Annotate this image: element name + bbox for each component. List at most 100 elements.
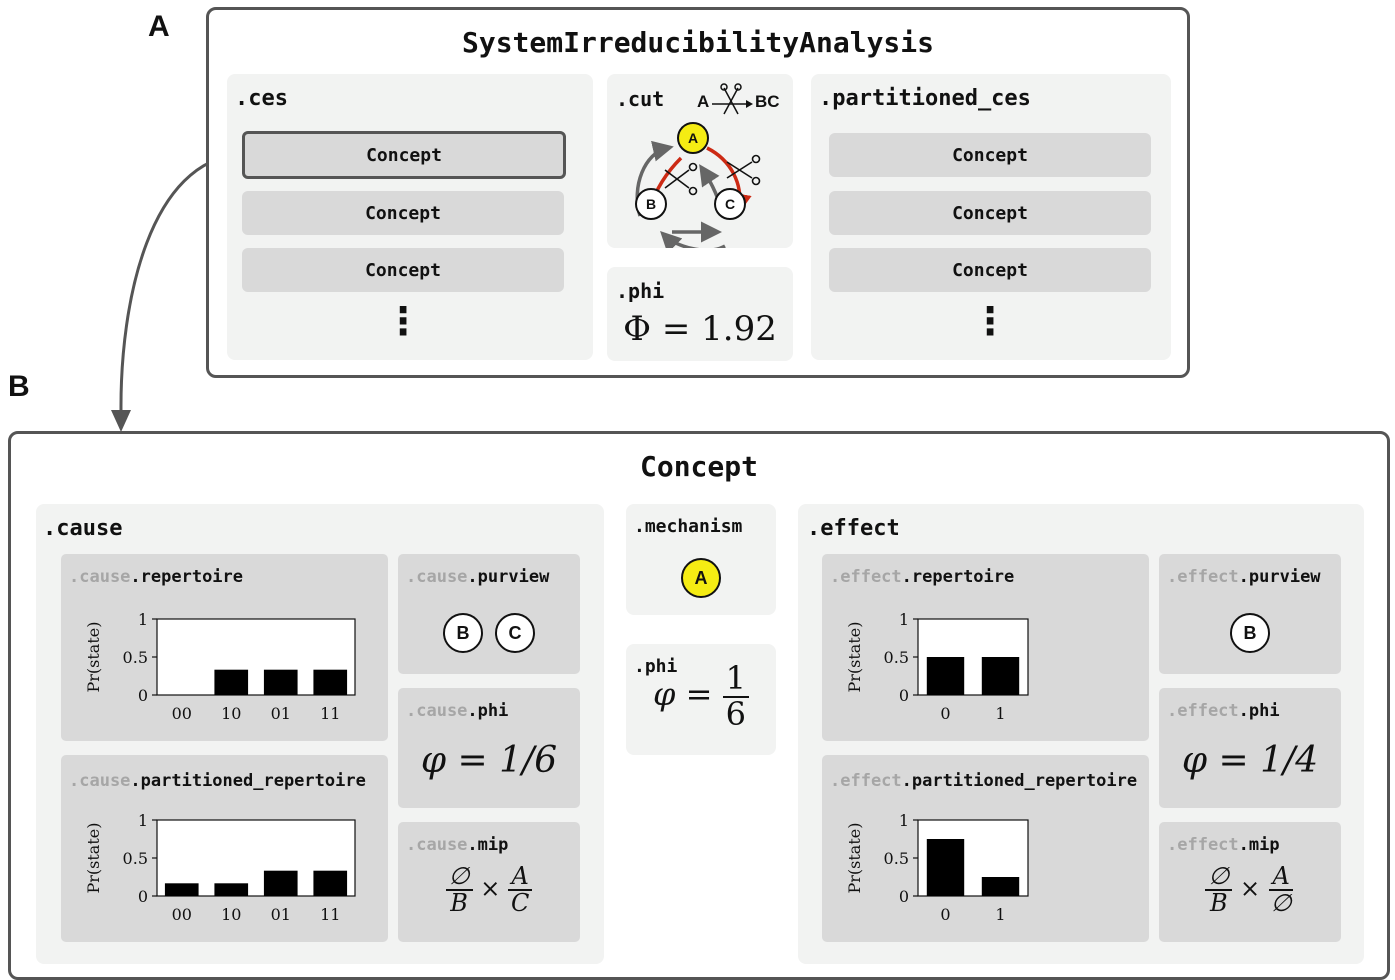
- cause-purview-node-c: C: [495, 613, 535, 653]
- y-tick-label: 1: [899, 610, 909, 629]
- x-tick-label: 01: [271, 704, 291, 723]
- cause-repertoire-label: .cause.repertoire: [69, 567, 244, 587]
- cut-to-label: BC: [755, 92, 780, 111]
- ces-label: .ces: [235, 86, 288, 111]
- cut-node-b: B: [635, 188, 667, 220]
- bar: [981, 877, 1020, 896]
- y-tick-label: 0.5: [884, 849, 909, 868]
- x-tick-label: 01: [271, 905, 291, 924]
- sia-box: SystemIrreducibilityAnalysis .ces Concep…: [206, 7, 1190, 378]
- y-tick-label: 0: [899, 887, 909, 906]
- cause-mip-label: .cause.mip: [406, 835, 509, 855]
- bar: [263, 870, 298, 896]
- cut-from-label: A: [697, 92, 710, 111]
- x-tick-label: 1: [995, 905, 1005, 924]
- panel-label-b: B: [8, 370, 30, 403]
- sia-title: SystemIrreducibilityAnalysis: [461, 26, 934, 59]
- bar: [214, 669, 249, 695]
- x-tick-label: 00: [172, 905, 192, 924]
- partitioned-ces-label: .partitioned_ces: [819, 86, 1031, 111]
- cut-node-c: C: [714, 188, 746, 220]
- bar: [214, 883, 249, 896]
- x-tick-label: 00: [172, 704, 192, 723]
- sia-phi-symbol: Φ: [623, 309, 652, 349]
- mechanism-node-a: A: [681, 558, 721, 598]
- partitioned-ces-section: .partitioned_ces Concept Concept Concept…: [811, 74, 1171, 360]
- effect-mip-card: .effect.mip ∅B × A∅: [1159, 822, 1341, 942]
- y-tick-label: 1: [899, 811, 909, 830]
- x-tick-label: 11: [320, 704, 340, 723]
- mechanism-section: .mechanism A: [626, 504, 776, 615]
- effect-mip-label: .effect.mip: [1167, 835, 1280, 855]
- y-tick-label: 0: [899, 686, 909, 705]
- y-tick-label: 0: [138, 686, 148, 705]
- effect-phi-card: .effect.phi φ = 1/4: [1159, 688, 1341, 808]
- effect-phi-label: .effect.phi: [1167, 701, 1280, 721]
- ces-concept-3[interactable]: Concept: [242, 248, 564, 292]
- panel-label-a: A: [148, 10, 170, 43]
- cut-label: .cut: [616, 87, 665, 111]
- partitioned-concept-1[interactable]: Concept: [829, 133, 1151, 177]
- scissors-arrow-icon: [712, 83, 753, 115]
- sia-phi-number: 1.92: [701, 309, 777, 349]
- cut-node-a: A: [677, 122, 709, 154]
- sia-phi-label: .phi: [616, 279, 665, 303]
- effect-purview-card: .effect.purview B: [1159, 554, 1341, 674]
- cause-phi-label: .cause.phi: [406, 701, 509, 721]
- cause-label: .cause: [43, 516, 123, 541]
- effect-purview-label: .effect.purview: [1167, 567, 1321, 587]
- y-tick-label: 0.5: [123, 648, 148, 667]
- bar: [926, 839, 965, 896]
- ces-concept-1[interactable]: Concept: [242, 131, 566, 179]
- partitioned-concept-2[interactable]: Concept: [829, 191, 1151, 235]
- partitioned-ces-more: ⋮: [971, 299, 1009, 343]
- effect-purview-node-b: B: [1230, 613, 1270, 653]
- bar: [313, 870, 348, 896]
- y-axis-label: Pr(state): [84, 823, 103, 894]
- mechanism-label: .mechanism: [634, 516, 743, 537]
- bar: [263, 669, 298, 695]
- partitioned-concept-3[interactable]: Concept: [829, 248, 1151, 292]
- x-tick-label: 11: [320, 905, 340, 924]
- cause-partitioned-repertoire-label: .cause.partitioned_repertoire: [69, 771, 366, 791]
- effect-phi-value: φ = 1/4: [1181, 740, 1319, 781]
- x-tick-label: 10: [221, 905, 241, 924]
- concept-title: Concept: [639, 450, 758, 483]
- effect-partitioned-repertoire-label: .effect.partitioned_repertoire: [830, 771, 1138, 791]
- concept-phi-label: .phi: [634, 656, 678, 677]
- x-tick-label: 10: [221, 704, 241, 723]
- cause-phi-value: φ = 1/6: [420, 740, 558, 781]
- y-tick-label: 0.5: [884, 648, 909, 667]
- cause-purview-node-b: B: [443, 613, 483, 653]
- ces-concept-2[interactable]: Concept: [242, 191, 564, 235]
- sia-phi-value: Φ = 1.92: [623, 309, 777, 349]
- y-tick-label: 1: [138, 811, 148, 830]
- cause-phi-card: .cause.phi φ = 1/6: [398, 688, 580, 808]
- effect-repertoire-label: .effect.repertoire: [830, 567, 1015, 587]
- y-tick-label: 0.5: [123, 849, 148, 868]
- cause-purview-label: .cause.purview: [406, 567, 550, 587]
- effect-mip-value: ∅B × A∅: [1159, 863, 1341, 916]
- x-tick-label: 0: [940, 905, 950, 924]
- y-axis-label: Pr(state): [845, 622, 864, 693]
- ces-more: ⋮: [384, 299, 422, 343]
- sia-phi-section: .phi Φ = 1.92: [607, 267, 793, 361]
- cause-purview-card: .cause.purview B C: [398, 554, 580, 674]
- x-tick-label: 1: [995, 704, 1005, 723]
- y-axis-label: Pr(state): [845, 823, 864, 894]
- x-tick-label: 0: [940, 704, 950, 723]
